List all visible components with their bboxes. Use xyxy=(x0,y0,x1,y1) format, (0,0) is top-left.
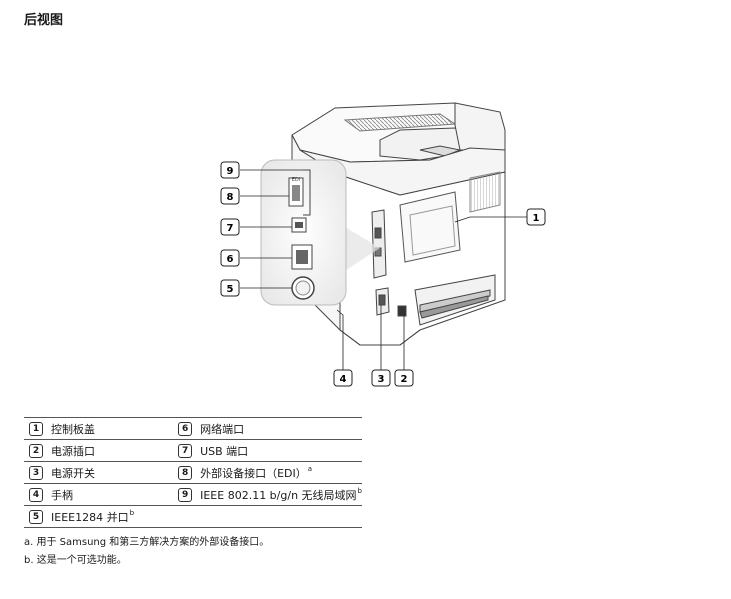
legend-table: 1 控制板盖 6 网络端口 2 电源插口 7 USB 端口 3 电源开关 8 外部设备接口（… xyxy=(24,417,362,528)
callout-2: 2 xyxy=(394,369,414,387)
legend-label: 电源插口 xyxy=(51,444,95,458)
legend-row: 1 控制板盖 6 网络端口 xyxy=(24,417,362,440)
footnote-marker: b xyxy=(129,508,135,517)
legend-number: 4 xyxy=(29,487,43,502)
callout-6: 6 xyxy=(220,249,240,267)
legend-label: IEEE 802.11 b/g/n 无线局域网 xyxy=(200,488,357,502)
callout-5: 5 xyxy=(220,279,240,297)
legend-number: 8 xyxy=(178,465,193,480)
legend-label: 外部设备接口（EDI） xyxy=(200,466,307,480)
svg-text:4: 4 xyxy=(340,374,347,385)
svg-text:8: 8 xyxy=(227,192,234,203)
callout-1: 1 xyxy=(526,208,546,226)
callout-3: 3 xyxy=(371,369,391,387)
legend-number: 3 xyxy=(29,465,43,480)
svg-text:2: 2 xyxy=(401,374,408,385)
footnote-marker: b xyxy=(357,486,362,495)
callout-4: 4 xyxy=(333,369,353,387)
footnote-a: a. 用于 Samsung 和第三方解决方案的外部设备接口。 xyxy=(24,537,270,548)
svg-text:3: 3 xyxy=(378,374,385,385)
footnote-marker: a xyxy=(307,464,313,473)
legend-label: 控制板盖 xyxy=(51,422,95,436)
svg-text:1: 1 xyxy=(533,213,540,224)
legend-number: 7 xyxy=(178,443,193,458)
legend-label: 网络端口 xyxy=(200,422,245,436)
callout-7: 7 xyxy=(220,218,240,236)
callout-9: 9 xyxy=(220,161,240,179)
legend-number: 1 xyxy=(29,421,43,436)
legend-label: 手柄 xyxy=(51,488,73,502)
leader-lines xyxy=(240,169,527,370)
legend-label: 电源开关 xyxy=(51,466,95,480)
legend-label: USB 端口 xyxy=(200,444,249,458)
legend-row: 3 电源开关 8 外部设备接口（EDI）a xyxy=(24,461,362,484)
footnote-b: b. 这是一个可选功能。 xyxy=(24,555,127,566)
svg-text:7: 7 xyxy=(227,223,234,234)
printer-rear-view-illustration: EDI 9 8 7 6 5 xyxy=(220,102,546,387)
svg-text:6: 6 xyxy=(227,254,234,265)
legend-row: 4 手柄 9 IEEE 802.11 b/g/n 无线局域网b xyxy=(24,483,362,506)
legend-number: 5 xyxy=(29,509,43,524)
legend-number: 6 xyxy=(178,421,193,436)
svg-text:9: 9 xyxy=(227,166,234,177)
legend-number: 9 xyxy=(178,487,193,502)
legend-row: 2 电源插口 7 USB 端口 xyxy=(24,439,362,462)
legend-label: IEEE1284 并口 xyxy=(51,510,129,524)
legend-row: 5 IEEE1284 并口b xyxy=(24,505,362,528)
svg-text:5: 5 xyxy=(227,284,234,295)
legend-number: 2 xyxy=(29,443,43,458)
svg-text:EDI: EDI xyxy=(292,177,300,183)
callout-8: 8 xyxy=(220,187,240,205)
page-title: 后视图 xyxy=(24,13,64,28)
